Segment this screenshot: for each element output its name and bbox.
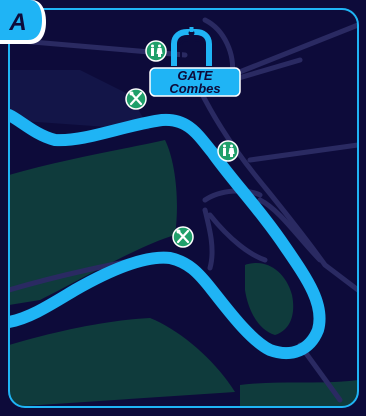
race-track	[9, 109, 326, 360]
section-badge-letter: A	[8, 9, 26, 36]
vegetation-area-east	[245, 263, 294, 335]
field-area	[9, 70, 150, 130]
vegetation-area-southeast	[240, 380, 358, 407]
restroom-icon[interactable]	[145, 40, 167, 62]
section-badge: A	[0, 0, 46, 44]
gate-arch-icon	[171, 27, 212, 66]
gate-label-box	[149, 67, 241, 97]
restroom-icon[interactable]	[217, 140, 239, 162]
vegetation-area-south	[9, 318, 235, 407]
food-icon[interactable]	[125, 88, 147, 110]
food-icon[interactable]	[172, 226, 194, 248]
vegetation-area-west	[9, 140, 177, 305]
map-frame-border	[8, 8, 359, 408]
gate-label-line2: Combes	[169, 81, 220, 96]
gate-label-line1: GATE	[177, 68, 212, 83]
gate-combes-marker[interactable]: GATE Combes	[149, 27, 241, 97]
